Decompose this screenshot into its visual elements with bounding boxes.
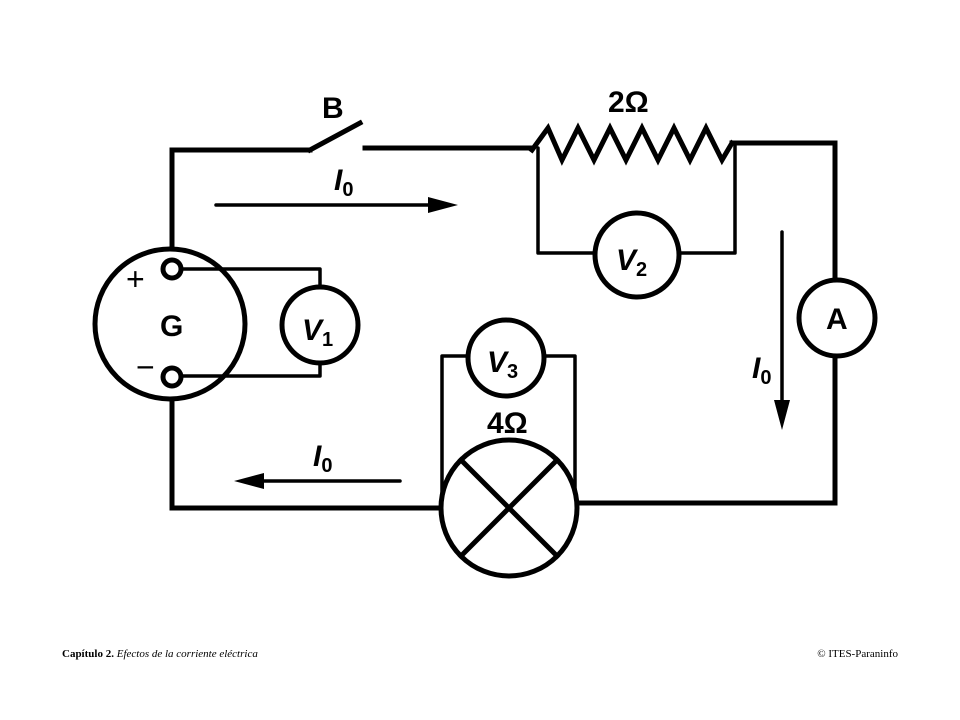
v3-leads	[440, 354, 577, 507]
resistor-label: 2Ω	[608, 86, 649, 119]
voltmeter-v3	[465, 317, 547, 399]
v2-leads	[536, 143, 737, 255]
resistor-2-ohm	[528, 122, 736, 166]
voltmeter-v1	[279, 284, 361, 366]
current-arrow-top	[214, 197, 458, 213]
footer-chapter-title: Efectos de la corriente eléctrica	[116, 648, 258, 660]
voltmeter-v2	[592, 210, 682, 300]
current-label-right: I0	[752, 352, 771, 389]
lamp-label: 4Ω	[487, 407, 528, 440]
switch-label: B	[322, 92, 344, 125]
current-arrow-right	[774, 230, 790, 430]
generator	[92, 246, 248, 402]
voltmeter-v2-label: V2	[616, 244, 647, 281]
main-wires	[169, 140, 838, 511]
positive-terminal	[160, 257, 184, 281]
footer-chapter-number: Capítulo 2.	[62, 648, 114, 660]
ammeter	[796, 277, 878, 359]
voltmeter-v1-label: V1	[302, 314, 333, 351]
current-label-bottom: I0	[313, 440, 332, 477]
ammeter-label: A	[826, 303, 848, 336]
current-arrow-bottom	[234, 473, 402, 489]
footer-copyright: © ITES-Paraninfo	[817, 648, 898, 660]
voltmeter-v3-label: V3	[487, 346, 518, 383]
v1-leads	[179, 267, 322, 378]
lamp-cross-2	[457, 456, 561, 560]
footer-chapter: Capítulo 2. Efectos de la corriente eléc…	[62, 648, 258, 660]
switch-lever	[306, 119, 364, 154]
plus-sign: +	[126, 261, 145, 297]
negative-terminal	[160, 365, 184, 389]
generator-label: G	[160, 310, 183, 343]
current-label-top: I0	[334, 164, 353, 201]
minus-sign: −	[136, 349, 155, 385]
